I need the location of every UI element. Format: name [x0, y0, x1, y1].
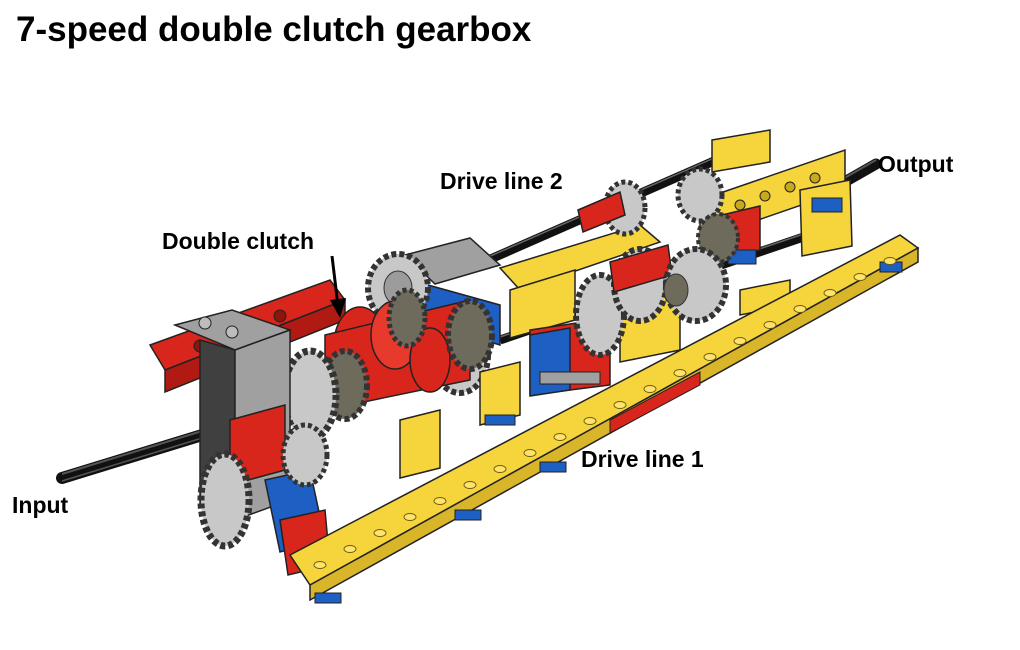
middle-frame	[403, 224, 791, 397]
front-yellow-beam	[288, 234, 920, 604]
front-left-frame	[172, 309, 331, 576]
double-clutch-arrow	[330, 255, 346, 318]
yellow-supports	[399, 361, 521, 479]
drive-line-2-label: Drive line 2	[440, 168, 563, 194]
double-clutch-label: Double clutch	[162, 228, 315, 254]
input-label: Input	[12, 492, 69, 518]
output-label: Output	[878, 151, 954, 177]
page-title: 7-speed double clutch gearbox	[16, 10, 532, 49]
drive-line-1-label: Drive line 1	[581, 446, 704, 472]
double-clutch	[280, 287, 495, 443]
rear-frame	[699, 129, 853, 265]
